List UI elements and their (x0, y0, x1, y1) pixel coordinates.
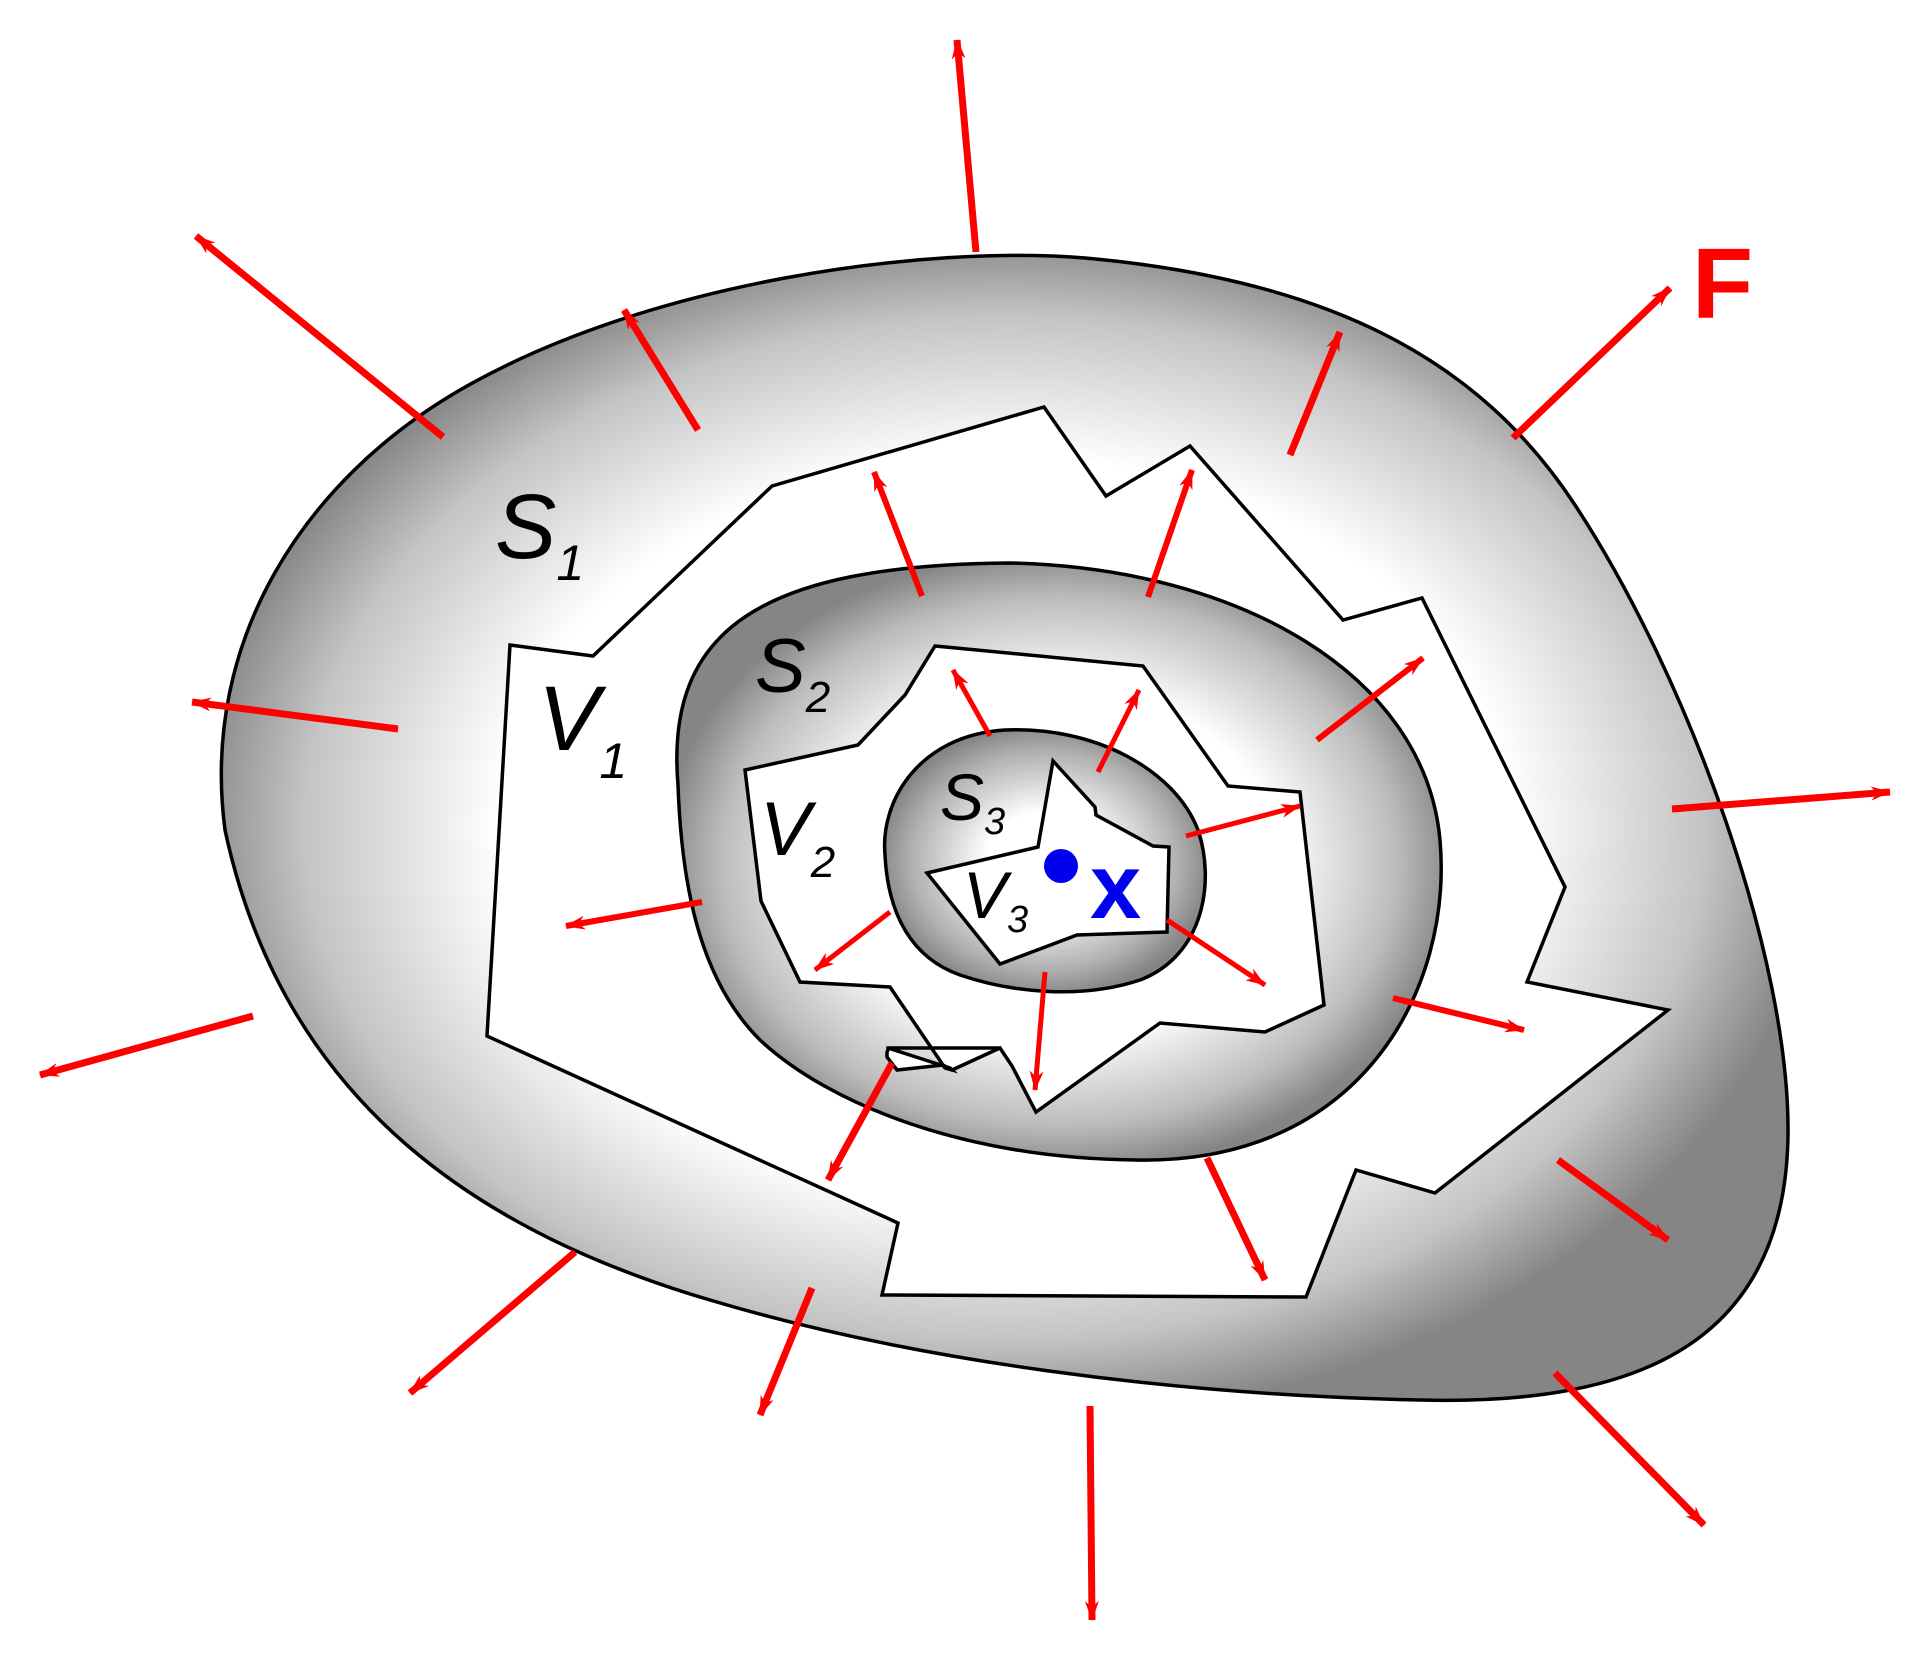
field-arrow (621, 308, 701, 432)
region-labels: S1 V1 S2 V2 S3 V3 (495, 476, 1028, 941)
field-arrow (1671, 786, 1891, 813)
field-label: F (1692, 228, 1753, 340)
field-arrow (407, 1249, 578, 1396)
label-v3: V3 (963, 858, 1028, 941)
field-arrow (1145, 469, 1195, 598)
point-marker (1044, 849, 1078, 883)
field-arrow (1286, 330, 1344, 457)
field-arrow (1165, 917, 1267, 988)
field-arrow (1392, 995, 1525, 1033)
field-arrow (824, 1061, 896, 1182)
field-arrow (756, 1286, 816, 1417)
field-arrow (565, 899, 703, 930)
field-arrow (1315, 655, 1425, 743)
point-label: x (1090, 836, 1141, 938)
label-s2: S2 (755, 624, 830, 722)
field-arrow (813, 910, 892, 972)
field-arrows (39, 39, 1891, 1621)
field-arrow (1029, 971, 1048, 1091)
field-arrow (871, 470, 925, 598)
field-arrow (1552, 1370, 1707, 1528)
field-arrow (1555, 1157, 1671, 1243)
label-s1: S1 (495, 476, 584, 591)
field-arrow (1084, 1405, 1099, 1621)
label-v1: V1 (538, 668, 627, 789)
field-arrow (950, 668, 993, 738)
label-s3: S3 (940, 760, 1005, 843)
field-arrow (1510, 285, 1673, 441)
field-arrow (39, 1012, 254, 1079)
field-arrow (1095, 688, 1142, 774)
field-arrow (951, 39, 980, 253)
field-arrow (193, 233, 446, 440)
label-v2: V2 (760, 787, 835, 887)
field-arrow (1185, 803, 1301, 839)
field-arrow (1203, 1156, 1269, 1282)
field-arrow (191, 697, 399, 733)
